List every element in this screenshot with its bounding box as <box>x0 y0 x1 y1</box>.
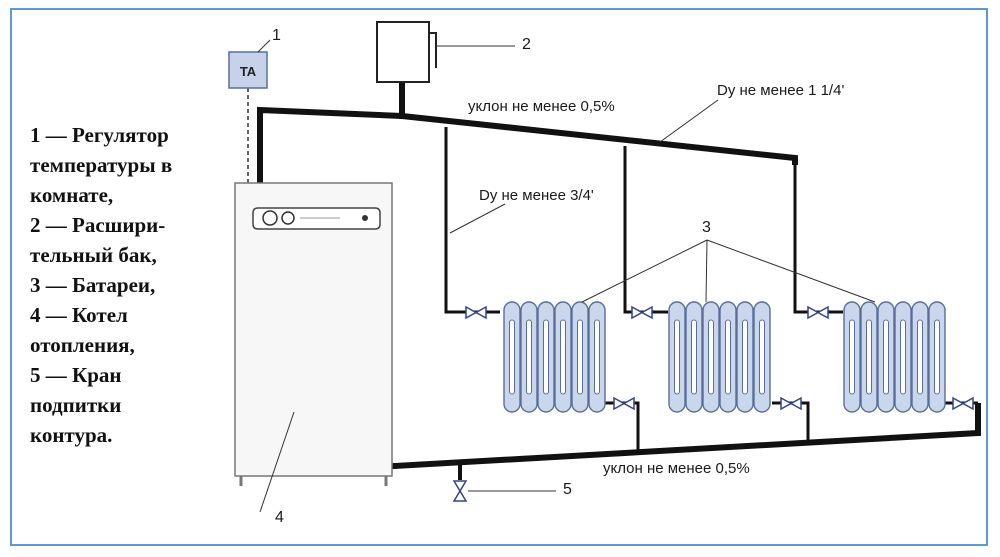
valves <box>452 305 974 502</box>
radiator-slot <box>883 319 889 395</box>
radiator-slot <box>543 319 549 395</box>
legend-line: 3 — Батареи, <box>30 273 156 297</box>
branch-pipe <box>793 160 843 314</box>
boiler <box>234 182 393 486</box>
callout-2: 2 <box>522 36 531 53</box>
radiators <box>503 301 946 413</box>
thermostat-label: TA <box>240 64 257 79</box>
radiator-slot <box>900 319 906 395</box>
radiator-slot <box>674 319 680 395</box>
legend-line: контура. <box>30 423 113 447</box>
legend-line: тельный бак, <box>30 243 157 267</box>
valve-icon <box>613 396 635 411</box>
callout-5: 5 <box>563 481 572 498</box>
diagram-frame <box>10 8 988 546</box>
boiler-knob-icon <box>262 210 278 226</box>
radiator <box>668 301 771 413</box>
radiator-slot <box>577 319 583 395</box>
expansion-tank <box>376 21 437 83</box>
radiator-slot <box>691 319 697 395</box>
return-main-pipe <box>391 403 981 470</box>
thermostat-body <box>228 51 268 89</box>
legend-line: 5 — Кран <box>30 363 122 387</box>
legend: 1 — Регулятор температуры в комнате, 2 —… <box>30 120 235 450</box>
valve-icon <box>780 396 802 411</box>
legend-line: 2 — Расшири- <box>30 213 166 237</box>
radiator-slot <box>742 319 748 395</box>
branch-pipe <box>444 127 500 314</box>
legend-line: температуры в <box>30 153 173 177</box>
return-slope-label: уклон не менее 0,5% <box>603 460 750 477</box>
radiator-slot <box>509 319 515 395</box>
makeup-valve-icon <box>452 480 468 502</box>
legend-line: подпитки <box>30 393 122 417</box>
valve-icon <box>465 305 487 320</box>
boiler-body <box>234 182 393 477</box>
main-diameter-label: Dy не менее 1 1/4' <box>717 82 844 99</box>
supply-main-pipe <box>257 106 798 186</box>
radiator-slot <box>560 319 566 395</box>
radiator-slot <box>725 319 731 395</box>
radiator <box>843 301 946 413</box>
radiator-slot <box>526 319 532 395</box>
pipes <box>257 79 981 480</box>
branch-diameter-label: Dy не менее 3/4' <box>479 187 594 204</box>
radiator-slot <box>934 319 940 395</box>
supply-slope-label: уклон не менее 0,5% <box>468 98 615 115</box>
radiator-slot <box>594 319 600 395</box>
radiator <box>503 301 606 413</box>
radiator-slot <box>708 319 714 395</box>
leader-lines <box>257 39 876 513</box>
valve-icon <box>807 305 829 320</box>
legend-line: 4 — Котел <box>30 303 128 327</box>
legend-line: комнате, <box>30 183 114 207</box>
return-branch-pipe <box>772 401 810 440</box>
radiator-slot <box>849 319 855 395</box>
callout-3: 3 <box>702 219 711 236</box>
valve-icon <box>631 305 653 320</box>
callout-1: 1 <box>272 27 281 44</box>
legend-line: 1 — Регулятор <box>30 123 169 147</box>
valve-icon <box>952 396 974 411</box>
radiator-slot <box>866 319 872 395</box>
return-branch-pipe <box>605 401 640 450</box>
radiator-slot <box>917 319 923 395</box>
room-thermostat: TA <box>228 51 268 89</box>
expansion-tank-body <box>376 21 430 83</box>
legend-line: отопления, <box>30 333 135 357</box>
callout-4: 4 <box>275 509 284 526</box>
radiator-slot <box>759 319 765 395</box>
boiler-gauge-icon <box>281 211 295 225</box>
branch-pipe <box>623 146 668 314</box>
